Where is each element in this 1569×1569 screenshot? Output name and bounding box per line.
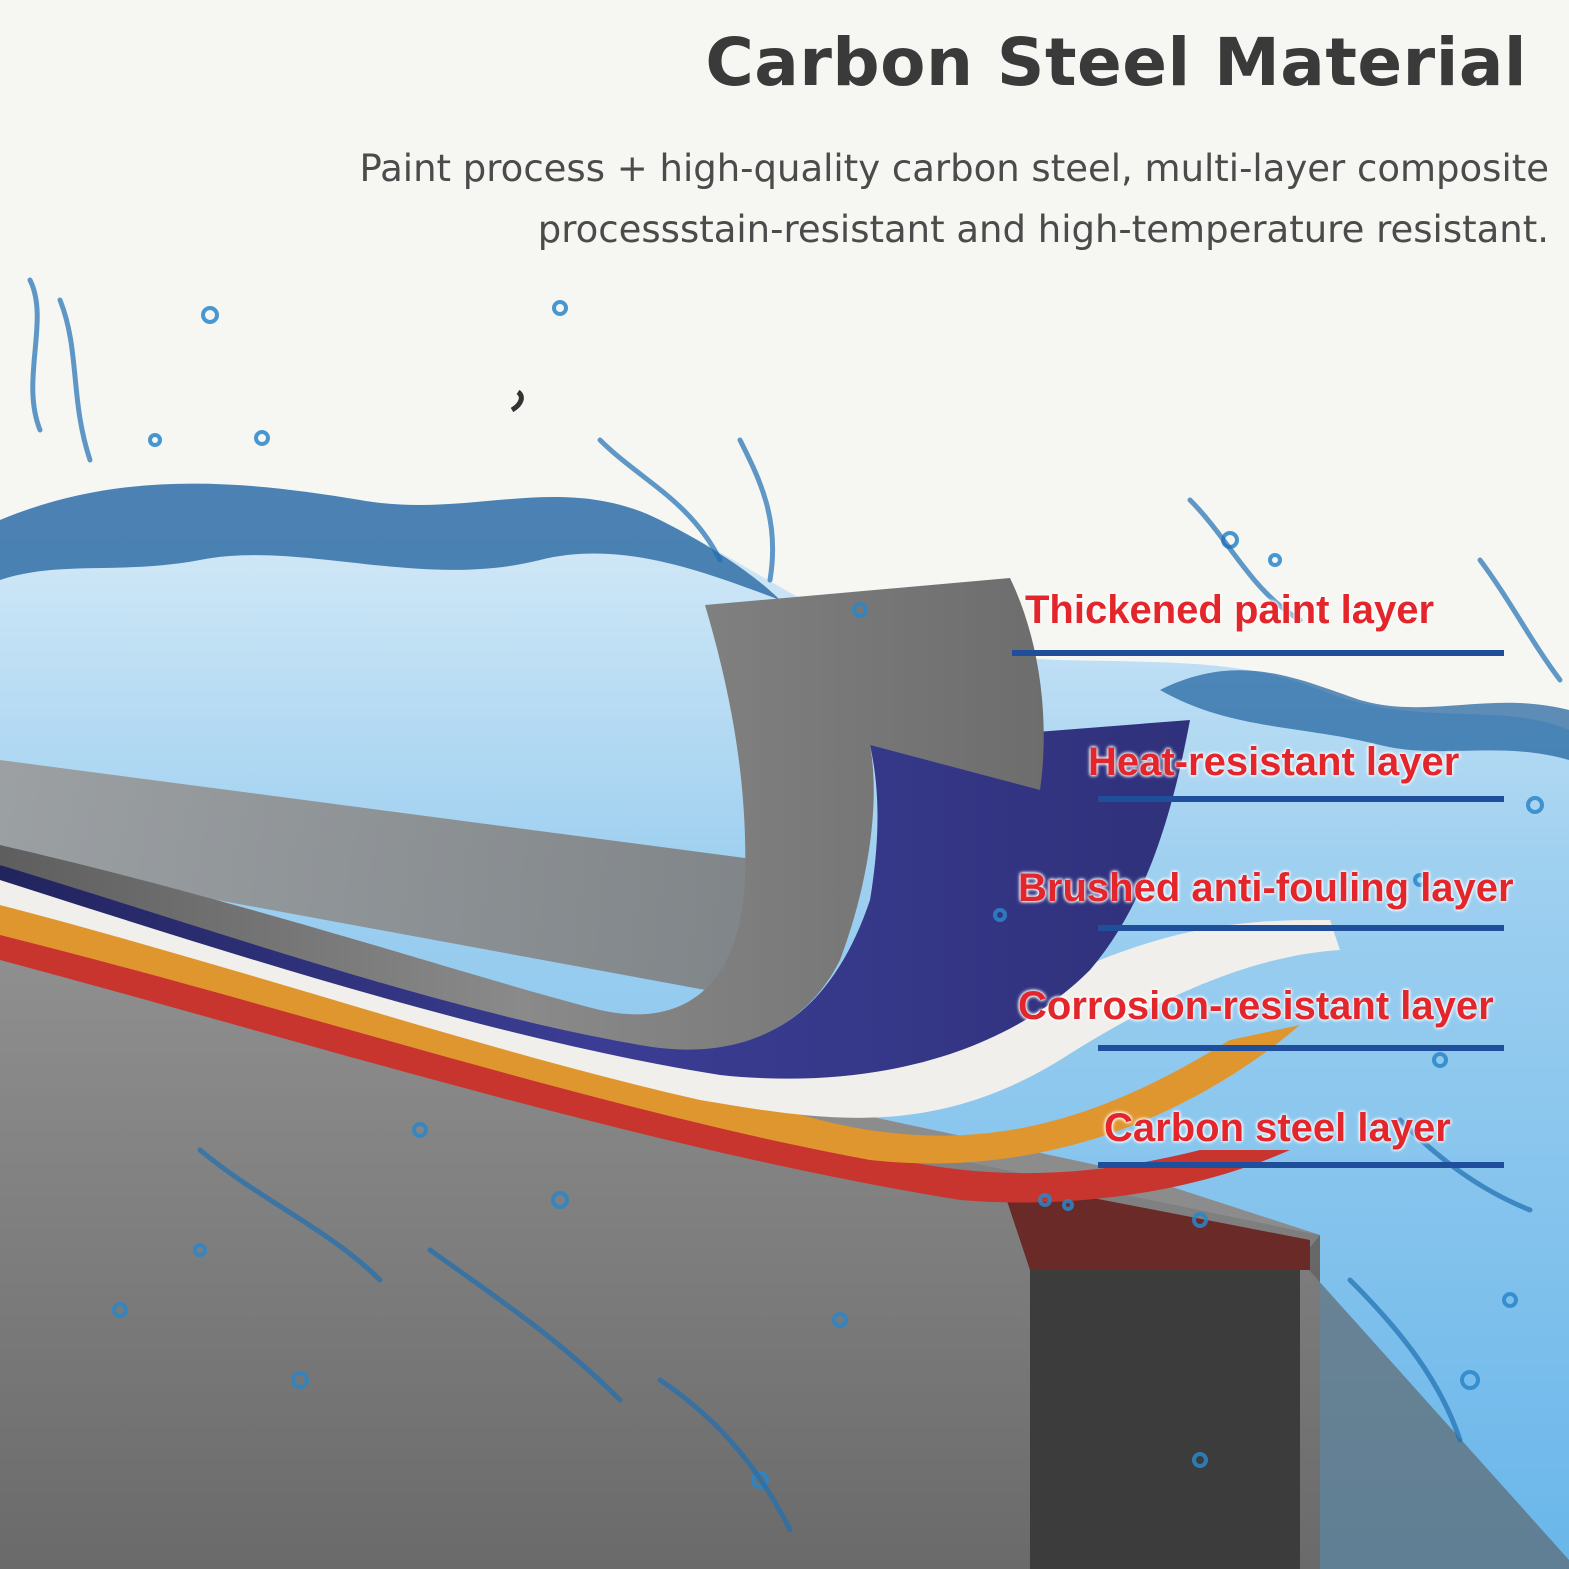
anti-fouling-layer-shape — [0, 880, 1340, 1118]
header: Carbon Steel Material Paint process + hi… — [0, 0, 1569, 260]
label-carbon-steel-layer: Carbon steel layer — [1104, 1106, 1451, 1150]
carbon-steel-layer-shape — [0, 930, 1290, 1203]
steel-channel-top — [0, 760, 760, 1000]
steel-tube-side — [1300, 1235, 1569, 1569]
label-brushed-anti-fouling-layer: Brushed anti-fouling layer — [1018, 866, 1514, 910]
label-line-corrosion-resistant-layer — [1098, 1045, 1504, 1051]
water-splash-strokes — [27, 277, 1563, 1533]
page-subtitle: Paint process + high-quality carbon stee… — [249, 138, 1549, 260]
wave-crest — [0, 483, 780, 600]
label-line-brushed-anti-fouling-layer — [1098, 925, 1504, 931]
steel-tube-opening — [1030, 1270, 1300, 1569]
heat-resistant-layer-shape — [0, 720, 1190, 1079]
page-title: Carbon Steel Material — [705, 24, 1527, 101]
label-thickened-paint-layer: Thickened paint layer — [1025, 588, 1435, 632]
label-line-thickened-paint-layer — [1012, 650, 1504, 656]
subtitle-line-2: processstain-resistant and high-temperat… — [537, 208, 1549, 251]
label-line-heat-resistant-layer — [1098, 796, 1504, 802]
small-mark — [510, 389, 524, 413]
steel-tube-front — [0, 960, 1320, 1569]
thickened-paint-layer-shape — [0, 578, 1044, 1050]
subtitle-line-1: Paint process + high-quality carbon stee… — [359, 147, 1549, 190]
wave-crest-right — [1160, 670, 1569, 760]
label-corrosion-resistant-layer: Corrosion-resistant layer — [1018, 984, 1494, 1028]
label-heat-resistant-layer: Heat-resistant layer — [1088, 740, 1460, 784]
steel-tube-inner — [1000, 1180, 1310, 1270]
label-line-carbon-steel-layer — [1098, 1162, 1504, 1168]
